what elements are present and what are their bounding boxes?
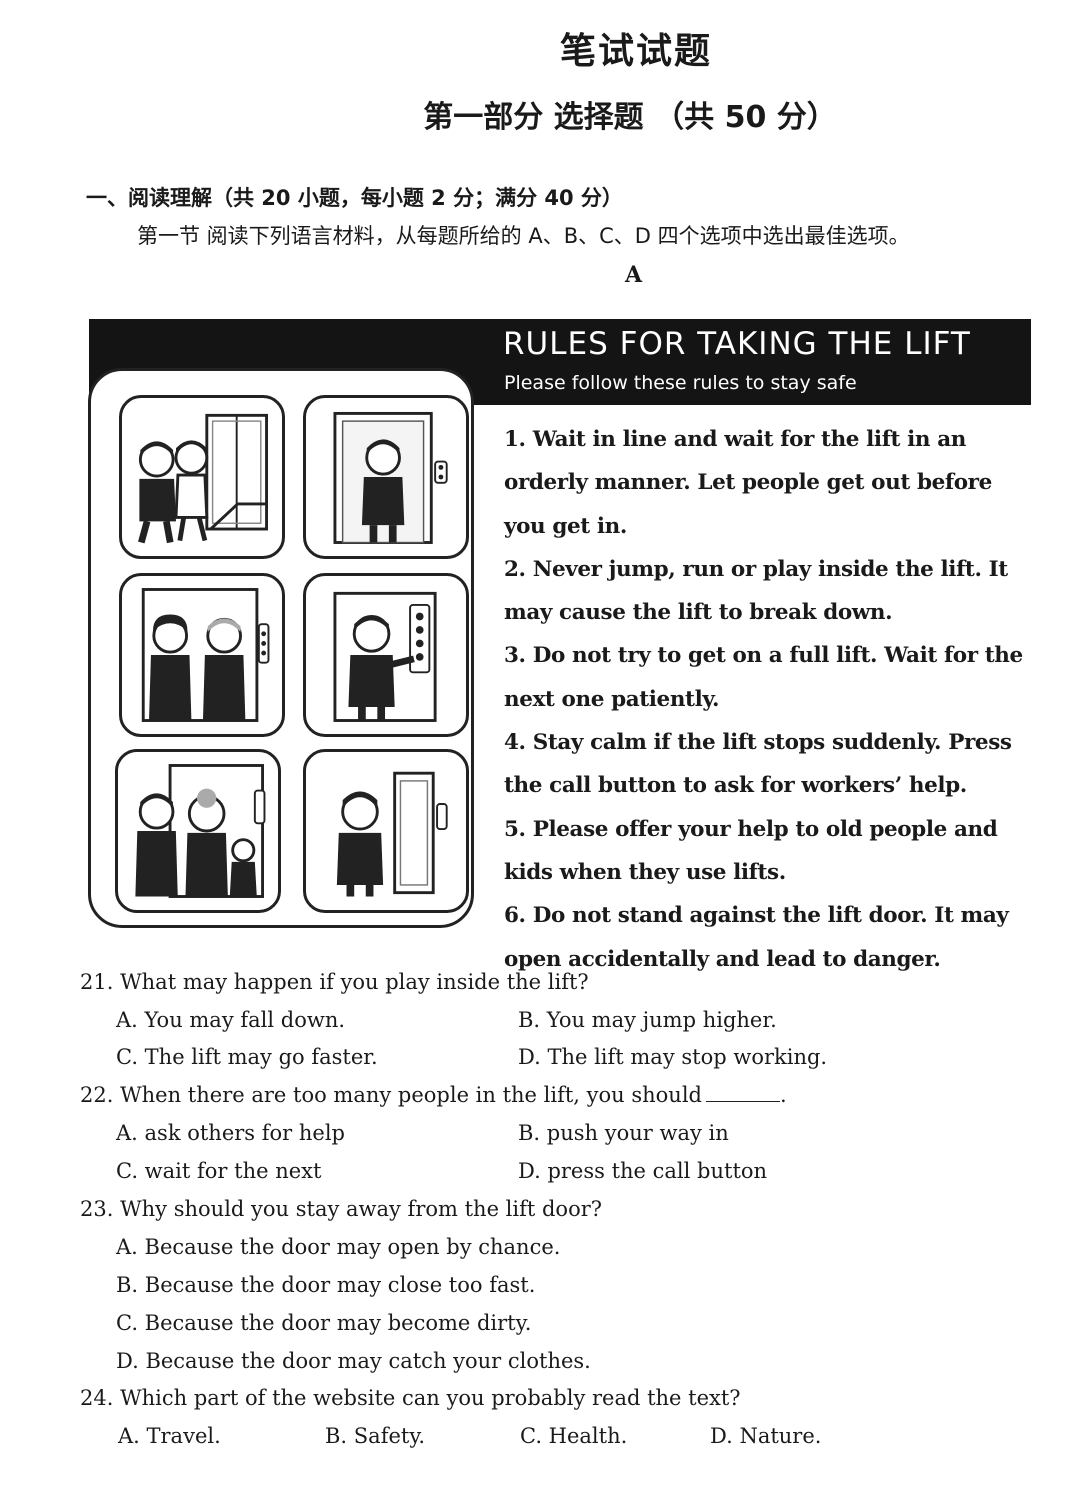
illustration-call-button — [303, 573, 469, 737]
section-heading: 一、阅读理解（共 20 小题，每小题 2 分；满分 40 分） — [86, 186, 623, 210]
answer-option[interactable]: B. Safety. — [325, 1424, 426, 1448]
question-stem: 23. Why should you stay away from the li… — [80, 1197, 603, 1221]
answer-option[interactable]: B. push your way in — [518, 1121, 729, 1145]
queue-icon — [138, 413, 268, 544]
answer-option[interactable]: C. Because the door may become dirty. — [116, 1311, 532, 1335]
banner-subtitle: Please follow these rules to stay safe — [504, 372, 857, 394]
illustration-full-lift — [119, 573, 285, 737]
answer-option[interactable]: A. Travel. — [118, 1424, 221, 1448]
answer-option[interactable]: A. You may fall down. — [116, 1008, 346, 1032]
answer-option[interactable]: D. Nature. — [710, 1424, 822, 1448]
question-stem: 21. What may happen if you play inside t… — [80, 970, 589, 994]
passage-label: A — [625, 262, 643, 288]
full-lift-icon — [141, 588, 270, 722]
answer-option[interactable]: C. The lift may go faster. — [116, 1045, 378, 1069]
question-stem: 24. Which part of the website can you pr… — [80, 1386, 741, 1410]
rules-list: 1. Wait in line and wait for the lift in… — [504, 418, 1029, 981]
illustration-help-others — [115, 749, 281, 913]
answer-option[interactable]: C. Health. — [520, 1424, 628, 1448]
illustration-queue — [119, 395, 285, 559]
page-title: 笔试试题 — [559, 31, 712, 72]
answer-option[interactable]: D. The lift may stop working. — [518, 1045, 828, 1069]
illustration-lift-door — [303, 749, 469, 913]
illustration-in-lift — [303, 395, 469, 559]
section-instruction: 第一节 阅读下列语言材料，从每题所给的 A、B、C、D 四个选项中选出最佳选项。 — [137, 224, 910, 248]
answer-option[interactable]: B. You may jump higher. — [518, 1008, 777, 1032]
part-heading: 第一部分 选择题 （共 50 分） — [423, 100, 837, 135]
banner-title: RULES FOR TAKING THE LIFT — [503, 326, 971, 362]
answer-option[interactable]: D. Because the door may catch your cloth… — [116, 1349, 591, 1373]
answer-option[interactable]: A. ask others for help — [116, 1121, 345, 1145]
answer-option[interactable]: D. press the call button — [518, 1159, 768, 1183]
illustration-panel — [88, 368, 474, 928]
rule-item: 4. Stay calm if the lift stops suddenly.… — [504, 730, 1012, 799]
question-stem: 22. When there are too many people in th… — [80, 1083, 787, 1107]
rule-item: 3. Do not try to get on a full lift. Wai… — [504, 643, 1023, 712]
rule-item: 1. Wait in line and wait for the lift in… — [504, 427, 992, 539]
rule-item: 5. Please offer your help to old people … — [504, 816, 998, 885]
rule-item: 6. Do not stand against the lift door. I… — [504, 903, 1009, 972]
answer-blank — [706, 1083, 780, 1102]
answer-option[interactable]: A. Because the door may open by chance. — [116, 1235, 561, 1259]
answer-option[interactable]: C. wait for the next — [116, 1159, 322, 1183]
lift-door-icon — [336, 771, 448, 897]
question-stem-end: . — [780, 1083, 787, 1107]
rule-item: 2. Never jump, run or play inside the li… — [504, 556, 1008, 626]
call-button-icon — [333, 591, 437, 722]
help-others-icon — [135, 764, 266, 898]
question-stem-text: 22. When there are too many people in th… — [80, 1083, 702, 1107]
answer-option[interactable]: B. Because the door may close too fast. — [116, 1273, 536, 1297]
person-in-lift-icon — [333, 411, 448, 544]
